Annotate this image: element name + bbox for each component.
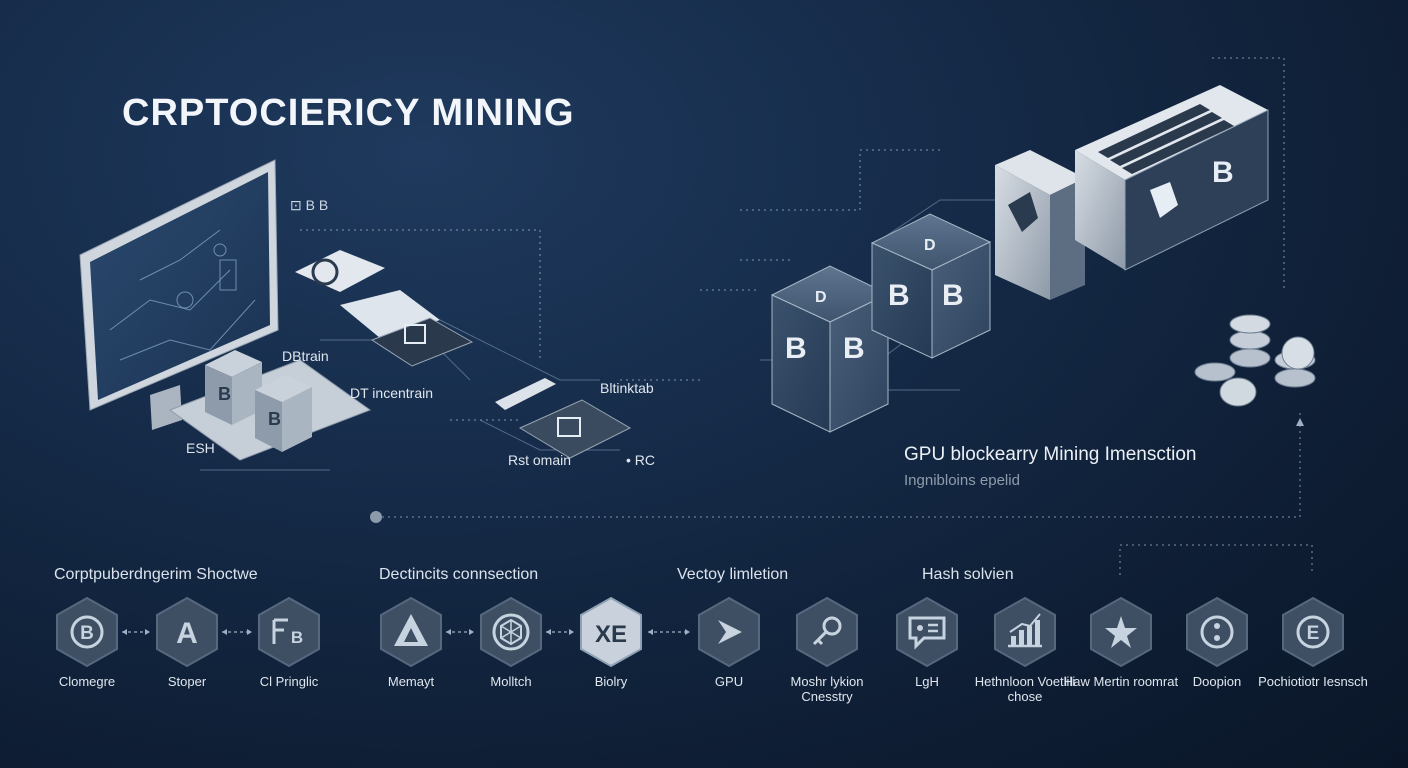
mining-rigs: B	[995, 85, 1269, 300]
key-icon	[796, 596, 858, 668]
label-dbtrain: DBtrain	[282, 348, 329, 364]
icon-label: Hethnloon Voetlili chose	[974, 674, 1076, 704]
gpu-play-icon	[698, 596, 760, 668]
icon-item-lgh[interactable]: LgH	[867, 596, 987, 689]
svg-text:B: B	[291, 628, 303, 647]
page-title: CRPTOCIERICY MINING	[122, 92, 575, 134]
bar-chart-icon	[994, 596, 1056, 668]
label-rc: • RC	[626, 452, 656, 468]
icon-label: Molltch	[490, 674, 532, 689]
arrowhead	[1296, 418, 1304, 426]
icon-item-moshr-lykion[interactable]: Moshr lykion Cnesstry	[767, 596, 887, 704]
bitcoin-icon: B	[56, 596, 118, 668]
letter-e-icon: E	[1282, 596, 1344, 668]
fb-chip-icon: B	[258, 596, 320, 668]
icon-item-haw-mertin[interactable]: Haw Mertin roomrat	[1061, 596, 1181, 689]
group-title-4: Hash solvien	[922, 566, 1014, 583]
svg-text:D: D	[815, 289, 827, 306]
dotted-connectors	[300, 57, 1313, 575]
icon-label: Moshr lykion Cnesstry	[790, 674, 864, 704]
icon-label: GPU	[714, 674, 744, 689]
svg-text:D: D	[924, 237, 936, 254]
svg-text:B: B	[218, 384, 231, 404]
icon-label: Memayt	[387, 674, 435, 689]
svg-text:B: B	[1212, 156, 1234, 189]
icon-item-doopion[interactable]: Doopion	[1157, 596, 1277, 689]
small-cubes: B B	[205, 350, 312, 452]
icon-item-stoper[interactable]: A Stoper	[127, 596, 247, 689]
group-title-1: Corptpuberdngerim Shoctwe	[54, 566, 258, 583]
svg-text:B: B	[942, 279, 964, 312]
icon-label: Haw Mertin roomrat	[1063, 674, 1179, 689]
diagram-caption-subtitle: Ingnibloins epelid	[904, 472, 1020, 489]
dots-icon	[1186, 596, 1248, 668]
xe-chip-icon: XE	[580, 596, 642, 668]
coin-stacks	[1194, 314, 1316, 407]
icon-item-biolry[interactable]: XE Biolry	[551, 596, 671, 689]
icon-item-molltch[interactable]: Molltch	[451, 596, 571, 689]
diagram-caption: GPU blockearry Mining Imensction	[904, 444, 1197, 465]
icon-label: Stoper	[167, 674, 207, 689]
label-esh: ESH	[186, 440, 215, 456]
icon-item-memayt[interactable]: Memayt	[351, 596, 471, 689]
icon-item-cl-pringlic[interactable]: B Cl Pringlic	[229, 596, 349, 689]
svg-text:B: B	[888, 279, 910, 312]
icon-item-pochiotiotr[interactable]: E Pochiotiotr Iesnsch	[1253, 596, 1373, 689]
icon-label: LgH	[915, 674, 939, 689]
icon-item-hethnloon[interactable]: Hethnloon Voetlili chose	[965, 596, 1085, 704]
label-incentrain: DT incentrain	[350, 385, 434, 401]
large-cubes: B B B B D D	[770, 213, 992, 433]
icon-label: Cl Pringlic	[259, 674, 319, 689]
group-title-3: Vectoy limletion	[677, 566, 789, 583]
label-bltinktab: Bltinktab	[600, 380, 654, 396]
icon-label: Pochiotiotr Iesnsch	[1258, 674, 1368, 689]
svg-text:⊡ B B: ⊡ B B	[290, 197, 328, 213]
label-rst-omain: Rst omain	[508, 452, 572, 468]
svg-text:B: B	[785, 332, 807, 365]
chat-bubble-icon	[896, 596, 958, 668]
icon-label: Doopion	[1192, 674, 1242, 689]
svg-text:XE: XE	[595, 621, 627, 648]
hexagon-network-icon	[480, 596, 542, 668]
icon-item-gpu[interactable]: GPU	[669, 596, 789, 689]
letter-a-icon: A	[156, 596, 218, 668]
icon-label: Clomegre	[58, 674, 116, 689]
connector-dot	[370, 511, 382, 523]
triangle-logo-icon	[380, 596, 442, 668]
svg-text:E: E	[1307, 623, 1320, 644]
svg-text:B: B	[268, 409, 281, 429]
group-title-2: Dectincits connsection	[379, 566, 539, 583]
svg-text:B: B	[80, 623, 94, 644]
icon-item-clomegre[interactable]: B Clomegre	[27, 596, 147, 689]
svg-text:B: B	[843, 332, 865, 365]
icon-label: Biolry	[594, 674, 628, 689]
floating-chips	[295, 250, 632, 459]
star-icon	[1090, 596, 1152, 668]
svg-text:A: A	[176, 617, 198, 650]
